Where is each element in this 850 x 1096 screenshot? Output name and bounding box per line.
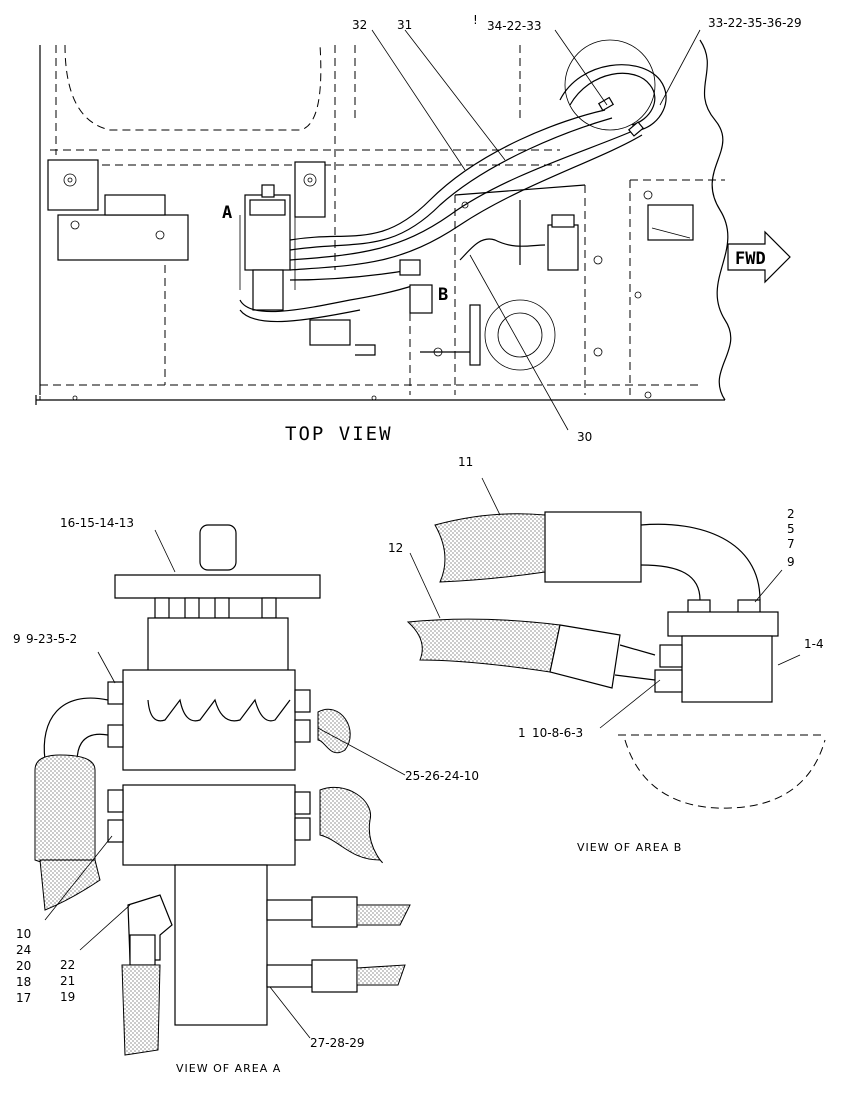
area-b-label: B — [438, 285, 448, 305]
callout-32: 32 — [352, 18, 367, 32]
callout-18: 18 — [16, 975, 31, 989]
callout-9-b: 9 — [787, 555, 795, 569]
callout-21: 21 — [60, 974, 75, 988]
fwd-arrow-icon — [727, 230, 791, 284]
callout-22: 22 — [60, 958, 75, 972]
callout-30: 30 — [577, 430, 592, 444]
view-of-area-a: 16-15-14-13 9 9-23-5-2 25-26-24-10 10 24… — [13, 516, 479, 1075]
callout-10-8-6-3: 10-8-6-3 — [532, 726, 583, 740]
area-a-label: A — [222, 203, 232, 223]
callout-1: 1 — [518, 726, 526, 740]
top-view-title: TOP VIEW — [285, 423, 393, 445]
callout-7: 7 — [787, 537, 795, 551]
callout-5: 5 — [787, 522, 795, 536]
callout-1-4: 1-4 — [804, 637, 824, 651]
callout-24: 24 — [16, 943, 31, 957]
callout-2: 2 — [787, 507, 795, 521]
callout-19: 19 — [60, 990, 75, 1004]
callout-9: 9 — [13, 632, 21, 646]
view-a-title: VIEW OF AREA A — [176, 1062, 281, 1075]
callout-31: 31 — [397, 18, 412, 32]
callout-11: 11 — [458, 455, 473, 469]
callout-17: 17 — [16, 991, 31, 1005]
callout-10: 10 — [16, 927, 31, 941]
callout-34-22-33: 34-22-33 — [487, 19, 541, 33]
callout-25-26-24-10: 25-26-24-10 — [405, 769, 479, 783]
fwd-label: FWD — [735, 249, 766, 269]
callout-16-15-14-13: 16-15-14-13 — [60, 516, 134, 530]
callout-20: 20 — [16, 959, 31, 973]
callout-27-28-29: 27-28-29 — [310, 1036, 364, 1050]
view-b-title: VIEW OF AREA B — [577, 841, 682, 854]
callout-33-22-35-36-29: 33-22-35-36-29 — [708, 16, 802, 30]
view-of-area-b: 11 12 2 5 7 9 1-4 1 10-8-6-3 VIEW OF ARE… — [388, 455, 826, 854]
callout-glyph: ! — [473, 13, 478, 27]
callout-9-23-5-2: 9-23-5-2 — [26, 632, 77, 646]
top-view: FWD A B 32 31 ! 34-22-33 33-22-35-36-29 … — [35, 13, 802, 445]
callout-12: 12 — [388, 541, 403, 555]
